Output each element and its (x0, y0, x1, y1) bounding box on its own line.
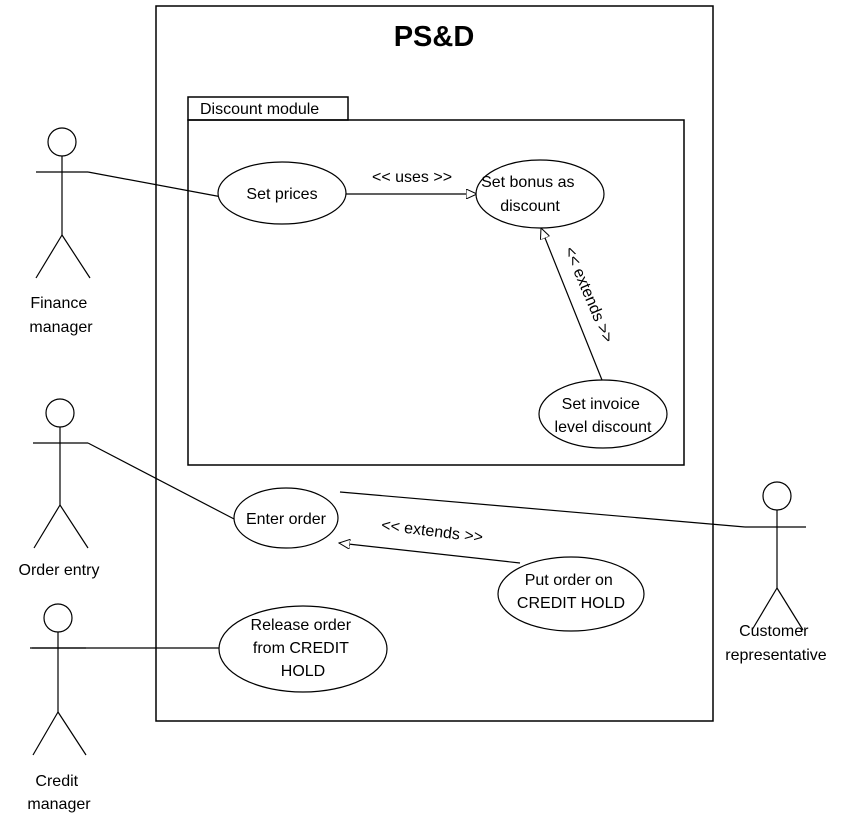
extends-order-arrow (339, 543, 521, 564)
use-case-set-prices[interactable]: Set prices (217, 161, 347, 225)
use-case-put-on-hold[interactable]: Put order on CREDIT HOLD (497, 556, 645, 632)
actor-label: Order entry (19, 562, 100, 579)
actor-head (43, 603, 73, 633)
use-case-label: Release order from CREDIT HOLD (251, 617, 356, 680)
use-case-set-invoice[interactable]: Set invoice level discount (538, 379, 668, 449)
extends-discount-arrow (541, 228, 603, 381)
assoc-finance-setprices (87, 171, 223, 198)
actor-head (45, 398, 75, 428)
assoc-enterorder-customer (339, 491, 746, 528)
actor-customer-representative[interactable]: Customer representative (725, 481, 827, 664)
use-case-enter-order[interactable]: Enter order (233, 487, 339, 549)
actor-head (762, 481, 792, 511)
package-label: Discount module (200, 101, 319, 118)
use-case-release-order[interactable]: Release order from CREDIT HOLD (218, 605, 388, 693)
assoc-orderentry-enterorder (87, 442, 237, 521)
extends-order-label: << extends >> (380, 517, 484, 546)
system-title: PS&D (394, 21, 475, 53)
actor-credit-manager[interactable]: Credit manager (27, 603, 91, 813)
package-frame (187, 119, 685, 466)
use-case-label: Set prices (246, 186, 317, 203)
use-case-label: Set bonus as discount (481, 174, 579, 215)
use-case-set-bonus[interactable]: Set bonus as discount (475, 159, 605, 229)
use-case-label: Enter order (246, 511, 327, 528)
actor-label: Credit manager (27, 773, 91, 813)
use-case-label: Put order on CREDIT HOLD (517, 572, 625, 612)
actor-finance-manager[interactable]: Finance manager (29, 127, 93, 336)
actor-head (47, 127, 77, 157)
use-case-label: Set invoice level discount (555, 396, 653, 436)
system-boundary (155, 5, 714, 722)
extends-discount-label: << extends >> (560, 244, 616, 345)
actor-order-entry[interactable]: Order entry (19, 398, 100, 579)
actor-label: Finance manager (29, 295, 93, 336)
uses-label: << uses >> (372, 169, 452, 186)
actor-label: Customer representative (725, 623, 826, 664)
